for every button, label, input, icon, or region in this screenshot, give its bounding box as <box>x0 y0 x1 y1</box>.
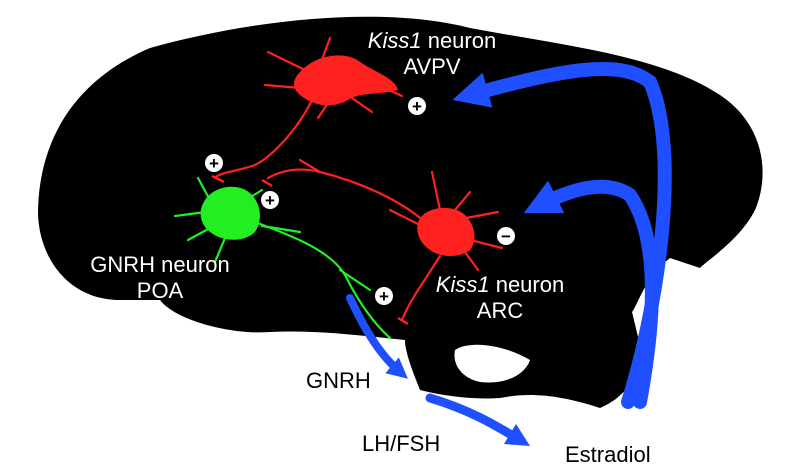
kiss1-neuron-avpv <box>211 36 404 184</box>
lh-fsh-release-arrow <box>425 393 531 447</box>
kiss1-neuron-arc <box>261 158 504 326</box>
sign-arc-input: − <box>497 227 515 246</box>
svg-text:+: + <box>379 287 389 306</box>
gnrh-neuron <box>173 176 392 340</box>
gnrh-release-label: GNRH <box>306 368 371 393</box>
brain-notch <box>454 344 530 383</box>
estradiol-to-arc-arrow <box>523 179 659 409</box>
kiss1-avpv-region: AVPV <box>403 54 461 79</box>
svg-text:+: + <box>209 154 219 173</box>
gnrh-release-arrow <box>346 294 408 379</box>
kiss1-avpv-terminal <box>211 174 225 184</box>
sign-avpv-to-gnrh: + <box>205 154 223 173</box>
kiss1-avpv-soma <box>294 55 398 106</box>
kiss1-avpv-suffix: neuron <box>427 28 497 53</box>
kiss1-avpv-label: Kiss1 neuron AVPV <box>352 28 512 80</box>
kiss1-arc-suffix: neuron <box>495 272 565 297</box>
gnrh-neuron-line1: GNRH neuron <box>90 252 230 277</box>
svg-text:−: − <box>501 227 511 246</box>
sign-gnrh-terminal: + <box>375 287 393 306</box>
kiss1-arc-region: ARC <box>476 298 524 323</box>
kiss1-arc-terminal-lower <box>397 316 409 326</box>
gnrh-neuron-line2: POA <box>136 278 184 303</box>
brain-silhouette <box>38 16 763 408</box>
gnrh-neuron-label: GNRH neuron POA <box>70 252 250 304</box>
kiss1-avpv-gene: Kiss1 <box>367 28 422 53</box>
kiss1-arc-soma <box>417 207 475 256</box>
svg-text:+: + <box>412 97 422 116</box>
svg-text:+: + <box>265 191 275 210</box>
kiss1-arc-terminal-upper <box>261 178 273 188</box>
sign-avpv-input: + <box>408 97 426 116</box>
kiss1-arc-gene: Kiss1 <box>435 272 490 297</box>
estradiol-label: Estradiol <box>565 442 651 467</box>
feedback-arrows <box>346 62 672 447</box>
sign-arc-to-gnrh: + <box>261 191 279 210</box>
lh-fsh-label: LH/FSH <box>362 431 441 456</box>
kiss1-arc-label: Kiss1 neuron ARC <box>420 272 580 324</box>
